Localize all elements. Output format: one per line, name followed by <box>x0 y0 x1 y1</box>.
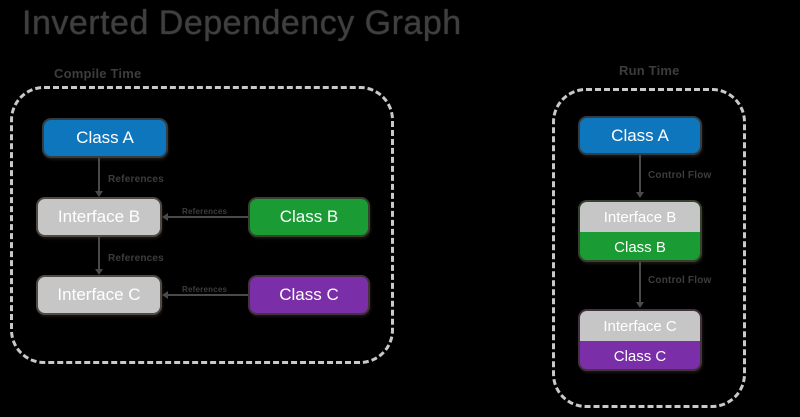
edge-line-interfaceb-to-interfacec <box>98 237 100 269</box>
arrow-down-icon <box>95 191 103 197</box>
run-time-panel <box>552 88 746 408</box>
arrow-left-icon <box>162 213 168 221</box>
node-label: Class C <box>279 285 339 304</box>
node-runtime-class-b: Class B <box>580 232 700 260</box>
arrow-left-icon <box>162 291 168 299</box>
edge-line-runtime-classa-to-interfaceb <box>639 155 641 192</box>
node-label: Class A <box>611 125 669 145</box>
node-label: Class B <box>614 238 666 256</box>
node-label: Class A <box>76 128 134 147</box>
compile-time-label: Compile Time <box>48 66 148 81</box>
edge-label-classc-to-interfacec: References <box>182 285 228 294</box>
node-label: Class B <box>279 207 339 226</box>
node-runtime-interface-c: Interface C <box>580 311 700 341</box>
edge-label-runtime-classb-to-interfacec: Control Flow <box>648 275 712 286</box>
node-label: Interface B <box>57 207 141 226</box>
node-label: Interface C <box>603 317 677 335</box>
edge-line-runtime-classb-to-interfacec <box>639 262 641 302</box>
node-runtime-class-c: Class C <box>580 341 700 369</box>
node-label: Interface C <box>57 285 141 304</box>
edge-line-classa-to-interfaceb <box>98 158 100 191</box>
arrow-down-icon <box>636 192 644 198</box>
node-runtime-class-a: Class A <box>578 116 702 155</box>
node-runtime-interfaceb-classb-stack: Interface B Class B <box>578 200 702 262</box>
arrow-down-icon <box>95 269 103 275</box>
node-compile-class-b: Class B <box>248 197 370 237</box>
page-title: Inverted Dependency Graph <box>22 4 462 42</box>
node-compile-class-c: Class C <box>248 275 370 315</box>
node-compile-interface-b: Interface B <box>36 197 162 237</box>
node-label: Class C <box>613 347 667 365</box>
edge-label-classa-to-interfaceb: References <box>108 174 164 185</box>
node-compile-class-a: Class A <box>42 118 168 158</box>
node-label: Interface B <box>603 208 677 226</box>
edge-label-runtime-classa-to-interfaceb: Control Flow <box>648 170 712 181</box>
node-compile-interface-c: Interface C <box>36 275 162 315</box>
edge-line-classb-to-interfaceb <box>166 216 248 218</box>
run-time-label: Run Time <box>613 63 686 78</box>
arrow-down-icon <box>636 302 644 308</box>
node-runtime-interface-b: Interface B <box>580 202 700 232</box>
edge-label-interfaceb-to-interfacec: References <box>108 253 164 264</box>
compile-time-panel <box>10 86 394 364</box>
edge-label-classb-to-interfaceb: References <box>182 207 228 216</box>
edge-line-classc-to-interfacec <box>166 294 248 296</box>
node-runtime-interfacec-classc-stack: Interface C Class C <box>578 309 702 371</box>
